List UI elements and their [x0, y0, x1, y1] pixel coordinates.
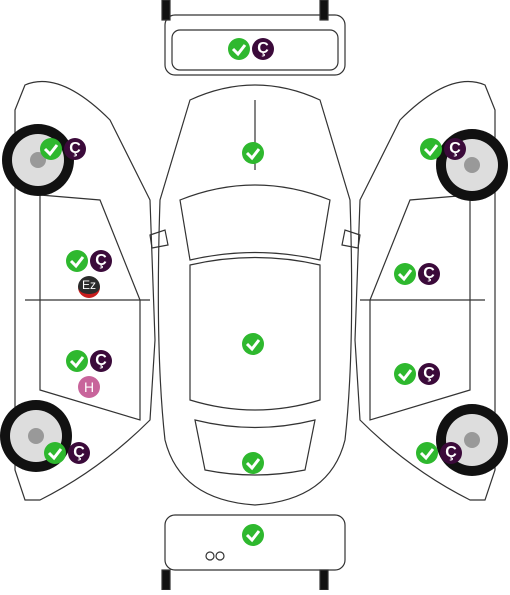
paint-badge[interactable]: Ç [444, 138, 466, 160]
paint-badge[interactable]: Ç [252, 38, 274, 60]
wheel-right-rear [436, 404, 508, 476]
paint-badge[interactable]: Ç [68, 442, 90, 464]
paint-badge[interactable]: Ç [90, 250, 112, 272]
paint-badge[interactable]: Ç [90, 350, 112, 372]
check-icon[interactable] [66, 350, 88, 372]
check-icon[interactable] [394, 363, 416, 385]
check-icon[interactable] [242, 524, 264, 546]
check-icon[interactable] [44, 442, 66, 464]
paint-badge[interactable]: Ç [440, 442, 462, 464]
check-icon[interactable] [228, 38, 250, 60]
check-icon[interactable] [242, 142, 264, 164]
paint-badge[interactable]: Ç [418, 263, 440, 285]
check-icon[interactable] [242, 452, 264, 474]
paint-badge[interactable]: Ç [64, 138, 86, 160]
check-icon[interactable] [40, 138, 62, 160]
check-icon[interactable] [66, 250, 88, 272]
check-icon[interactable] [242, 333, 264, 355]
check-icon[interactable] [394, 263, 416, 285]
paint-badge[interactable]: Ç [418, 363, 440, 385]
damage-badge[interactable]: H [78, 376, 100, 398]
check-icon[interactable] [420, 138, 442, 160]
scratch-badge[interactable]: Ez [78, 276, 100, 298]
wheel-left-front [2, 124, 74, 196]
check-icon[interactable] [416, 442, 438, 464]
